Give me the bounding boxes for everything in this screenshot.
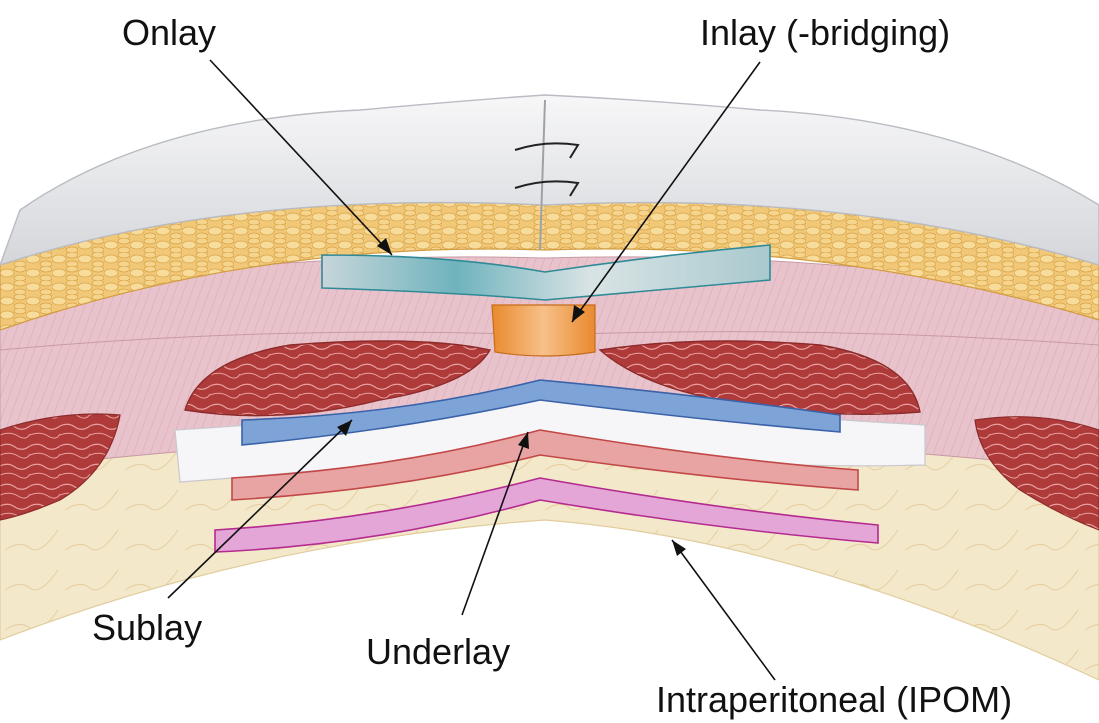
label-sublay: Sublay (92, 607, 202, 648)
label-underlay: Underlay (366, 631, 510, 672)
label-inlay: Inlay (-bridging) (700, 12, 950, 53)
label-onlay: Onlay (122, 12, 216, 53)
label-ipom: Intraperitoneal (IPOM) (656, 679, 1012, 720)
